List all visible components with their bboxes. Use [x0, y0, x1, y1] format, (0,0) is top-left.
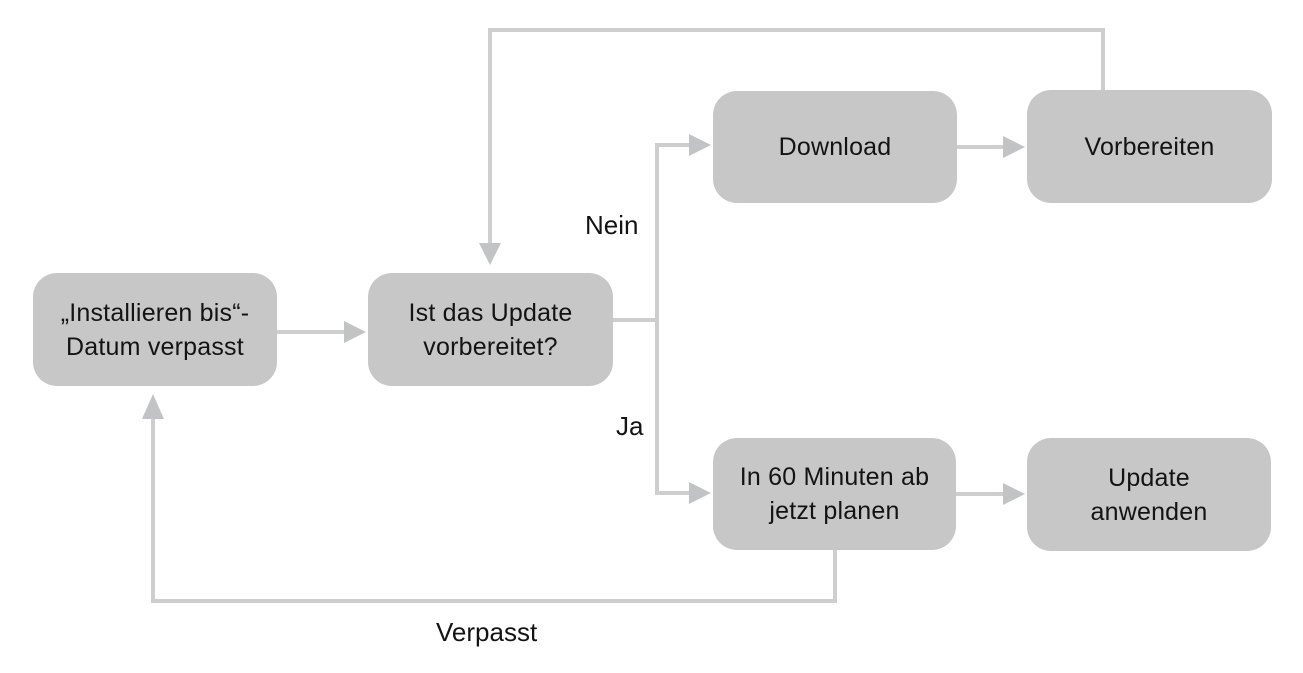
node-vorbereiten: Vorbereiten	[1027, 90, 1272, 203]
node-label-ist-das-update-vorbereitet: Ist das Update vorbereitet?	[408, 298, 573, 361]
node-label-download: Download	[778, 133, 892, 161]
node-ist-das-update-vorbereitet: Ist das Update vorbereitet?	[368, 273, 613, 386]
node-label-vorbereiten: Vorbereiten	[1084, 132, 1215, 161]
edge-label-verpasst: Verpasst	[436, 617, 538, 647]
node-label-installieren-bis-datum-verpasst: „Installieren bis“- Datum verpasst	[60, 298, 250, 361]
node-label-update-anwenden: Update anwenden	[1090, 463, 1208, 526]
edge-label-ja: Ja	[616, 411, 644, 441]
edge-label-nein: Nein	[585, 210, 639, 240]
edge-missed-to-question	[277, 321, 366, 343]
edge-prepare-to-question-loop	[479, 28, 1105, 265]
node-download: Download	[713, 91, 957, 203]
node-update-anwenden: Update anwenden	[1027, 438, 1271, 551]
node-in-60-minuten-ab-jetzt-planen: In 60 Minuten ab jetzt planen	[713, 438, 956, 550]
edge-schedule-to-missed-loop	[142, 394, 837, 603]
edge-download-to-prepare	[957, 136, 1025, 158]
edge-question-branch	[613, 134, 711, 504]
edge-schedule-to-apply	[956, 483, 1025, 505]
node-installieren-bis-datum-verpasst: „Installieren bis“- Datum verpasst	[33, 273, 277, 386]
node-label-in-60-minuten-ab-jetzt-planen: In 60 Minuten ab jetzt planen	[739, 463, 930, 525]
